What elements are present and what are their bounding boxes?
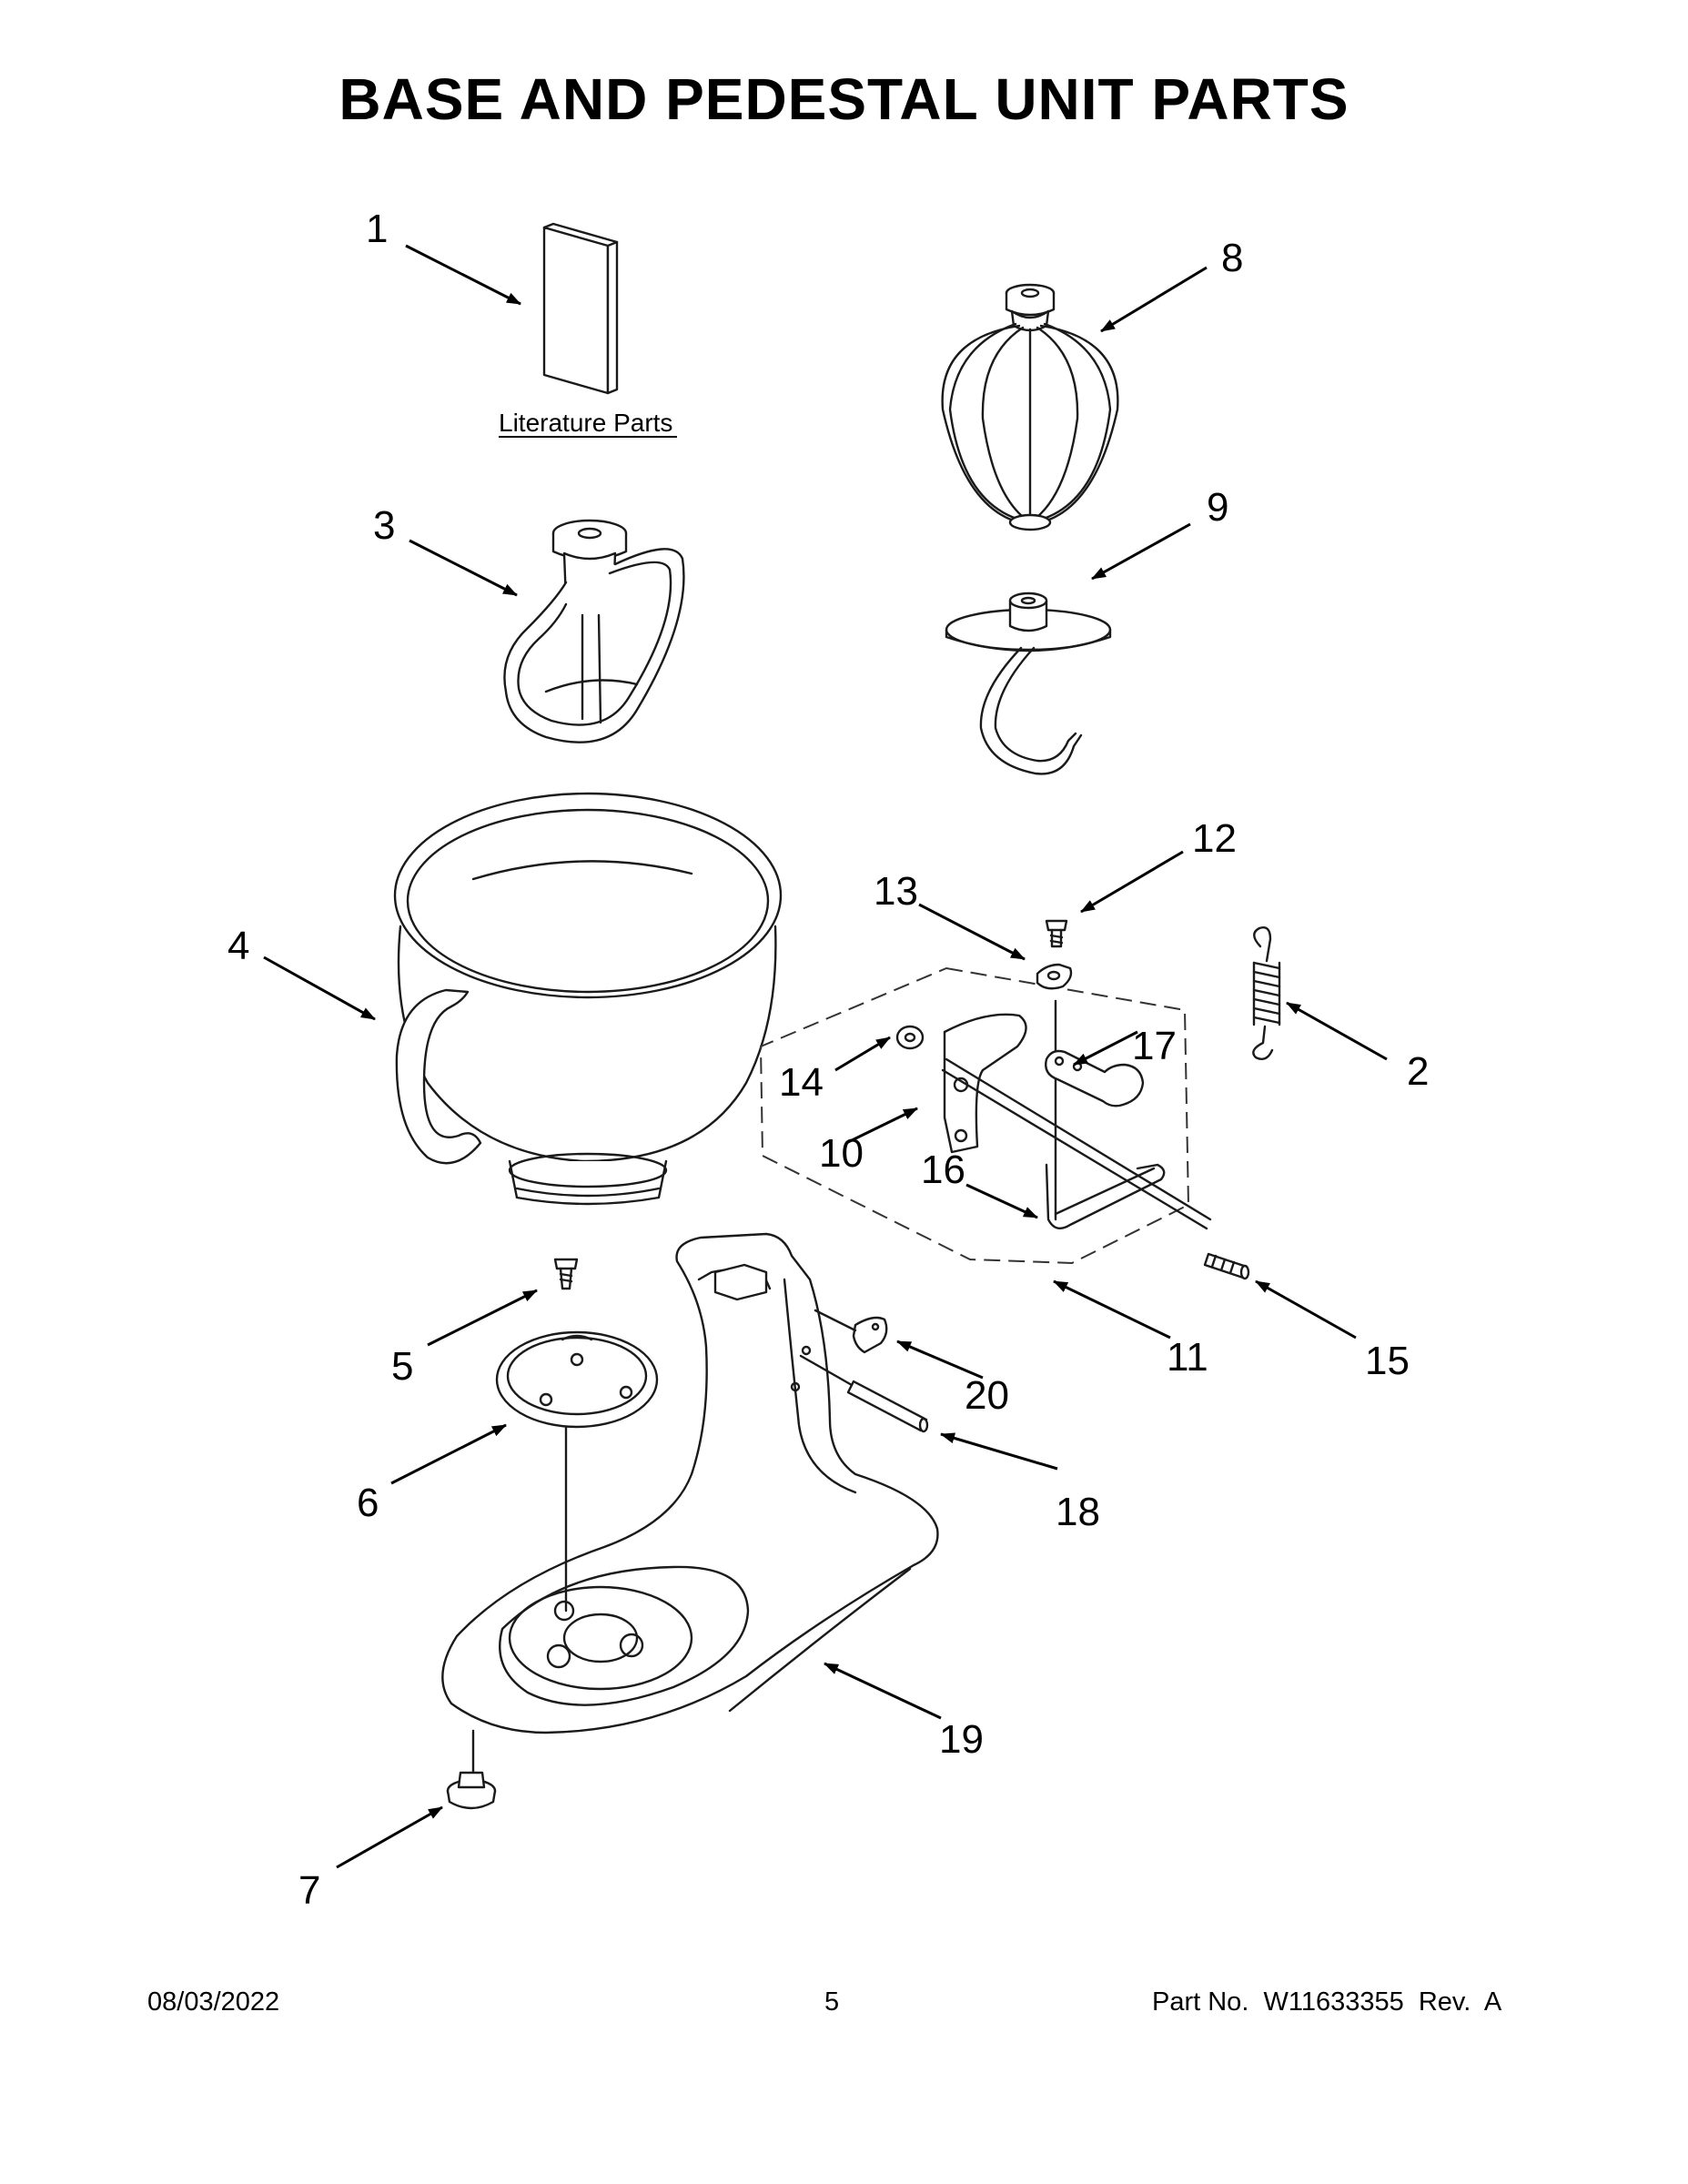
callout-15: 15 [1365,1339,1410,1383]
pivot-pin-part [799,1354,929,1433]
trim-ring-part [495,1330,659,1429]
bowl-part [393,792,783,1206]
screw-part [553,1258,579,1290]
foot-part [446,1729,497,1810]
page-title: BASE AND PEDESTAL UNIT PARTS [339,66,1349,132]
literature-part: Literature Parts [499,222,677,438]
callout-16: 16 [921,1148,965,1192]
footer-part-number: Part No. W11633355 Rev. A [1152,1987,1502,2017]
literature-parts-label: Literature Parts [499,409,672,437]
dough-hook-part [945,592,1112,775]
hinge-pin-part [1203,1252,1250,1280]
flat-beater-part [503,519,685,743]
footer-date: 08/03/2022 [147,1987,280,2017]
pedestal-part [441,1232,939,1734]
callout-13: 13 [874,869,918,914]
callout-4: 4 [227,924,249,968]
callout-7: 7 [298,1868,320,1913]
callout-5: 5 [391,1344,413,1389]
callout-11: 11 [1167,1335,1208,1380]
callout-12: 12 [1192,816,1237,861]
callout-6: 6 [357,1481,379,1525]
callout-20: 20 [965,1373,1009,1418]
callout-numbers: 1 8 3 9 12 13 4 2 17 14 10 16 11 15 5 20… [227,207,1429,1913]
callout-10: 10 [819,1131,864,1176]
spring-part [1252,926,1281,1060]
callout-1: 1 [366,207,388,251]
callout-arrows [263,244,1388,1869]
latch-bracket-part [814,1309,888,1354]
callout-14: 14 [779,1060,824,1105]
callout-8: 8 [1221,236,1243,280]
hinge-assembly-part [759,919,1212,1265]
footer-page-number: 5 [824,1987,840,2017]
callout-19: 19 [939,1717,984,1762]
callout-17: 17 [1132,1024,1177,1068]
callout-9: 9 [1207,485,1228,530]
wire-whip-part [941,283,1119,531]
callout-2: 2 [1407,1049,1429,1094]
callout-3: 3 [373,503,395,548]
callout-18: 18 [1056,1490,1100,1534]
